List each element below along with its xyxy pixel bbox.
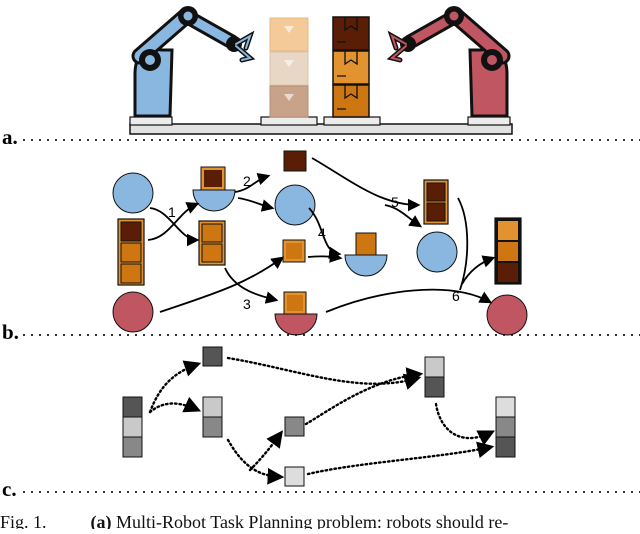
step-2-label: 2 [243, 173, 251, 189]
robot-arm-right-icon [386, 6, 511, 118]
caption-fig-label: Fig. 1. [0, 512, 47, 529]
panel-c-divider [20, 491, 640, 493]
faded-box-stack [269, 17, 309, 118]
panel-a-label: a. [2, 125, 18, 149]
step-4-label: 4 [318, 225, 326, 241]
step-5-label: 5 [391, 194, 399, 210]
caption-part-label: (a) [90, 512, 112, 529]
panel-b-graph: 1 2 3 4 5 6 [112, 150, 528, 336]
panel-c-label: c. [2, 477, 17, 501]
step-1-label: 1 [168, 204, 176, 220]
figure-caption: Fig. 1. (a) Multi-Robot Task Planning pro… [0, 509, 640, 529]
caption-text: Multi-Robot Task Planning problem: robot… [116, 512, 509, 529]
cardboard-box-icon [332, 16, 370, 118]
panel-a-divider [20, 139, 640, 141]
panel-c-graph [122, 346, 516, 487]
robot-arm-left-icon [131, 6, 256, 118]
step-6-label: 6 [452, 288, 460, 304]
step-3-label: 3 [243, 296, 251, 312]
panel-b-label: b. [2, 320, 19, 344]
workbench [129, 116, 513, 135]
panel-b-divider [20, 334, 640, 336]
